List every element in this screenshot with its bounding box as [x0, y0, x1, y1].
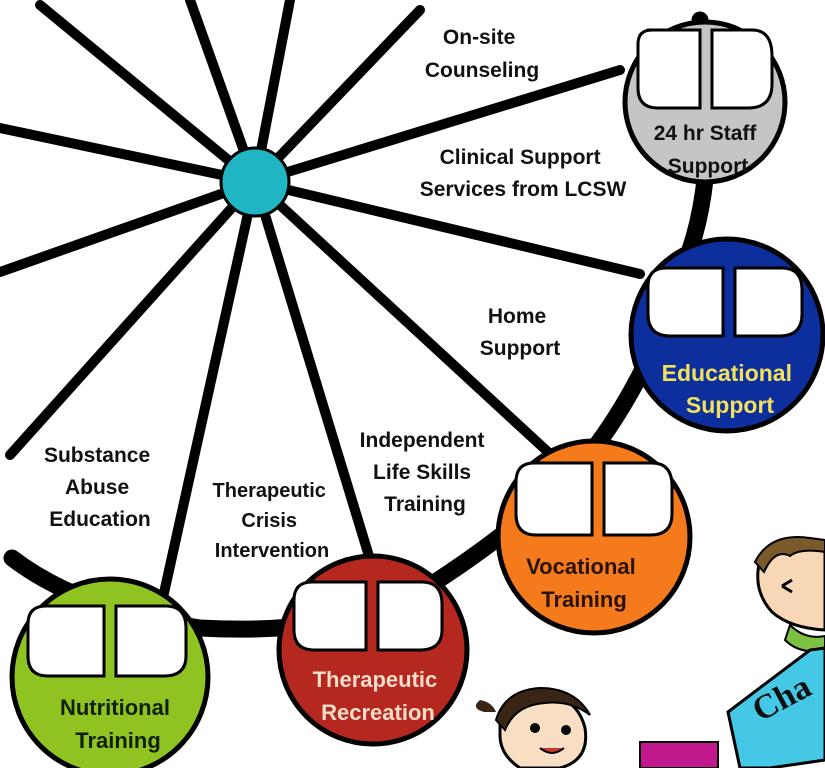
node-emblem-icon: [26, 604, 106, 678]
node-emblem-icon: [114, 604, 188, 678]
hub-circle: [219, 146, 291, 218]
node-emblem-icon: [602, 461, 674, 537]
spoke-line: [35, 0, 260, 187]
nutritional-training-label: Nutritional Training: [60, 695, 176, 753]
sign-board-illustration: Cha: [726, 646, 825, 768]
node-emblem-icon: [710, 28, 774, 110]
nutritional-training-node: Nutritional Training: [9, 576, 211, 768]
spokes: [0, 0, 645, 607]
spoke-line: [250, 5, 425, 187]
on-site-counseling-label: On-site Counseling: [425, 26, 539, 82]
independent-life-skills-label: Independent Life Skills Training: [360, 429, 491, 516]
staff-support-node: 24 hr Staff Support: [622, 19, 788, 185]
vocational-training-label: Vocational Training: [526, 554, 642, 612]
therapeutic-crisis-label: Therapeutic Crisis Intervention: [213, 480, 332, 562]
cartoon-girl-illustration: [475, 686, 719, 768]
node-emblem-icon: [292, 580, 368, 652]
therapeutic-recreation-node: Therapeutic Recreation: [276, 553, 470, 747]
vocational-training-node: Vocational Training: [495, 438, 693, 636]
node-emblem-icon: [376, 580, 444, 652]
spoke-line: [0, 123, 260, 187]
node-emblem-icon: [646, 266, 725, 338]
node-emblem-icon: [514, 461, 594, 537]
spoke-line: [250, 177, 645, 279]
spoke-line: [0, 177, 260, 277]
home-support-label: Home Support: [480, 305, 560, 360]
educational-support-label: Educational Support: [662, 360, 799, 418]
spoke-line: [5, 177, 260, 460]
educational-support-node: Educational Support: [628, 236, 825, 434]
clinical-support-label: Clinical Support Services from LCSW: [420, 146, 627, 201]
spoke-line: [250, 177, 377, 571]
node-emblem-icon: [636, 28, 702, 110]
cartoon-kid-illustration: [753, 536, 825, 653]
spoke-line: [250, 65, 625, 187]
substance-abuse-label: Substance Abuse Education: [44, 444, 156, 531]
therapeutic-recreation-label: Therapeutic Recreation: [313, 667, 444, 725]
spoke-line: [157, 177, 260, 607]
spoke-line: [250, 177, 553, 457]
staff-support-label: 24 hr Staff Support: [654, 122, 763, 178]
node-emblem-icon: [733, 266, 804, 338]
